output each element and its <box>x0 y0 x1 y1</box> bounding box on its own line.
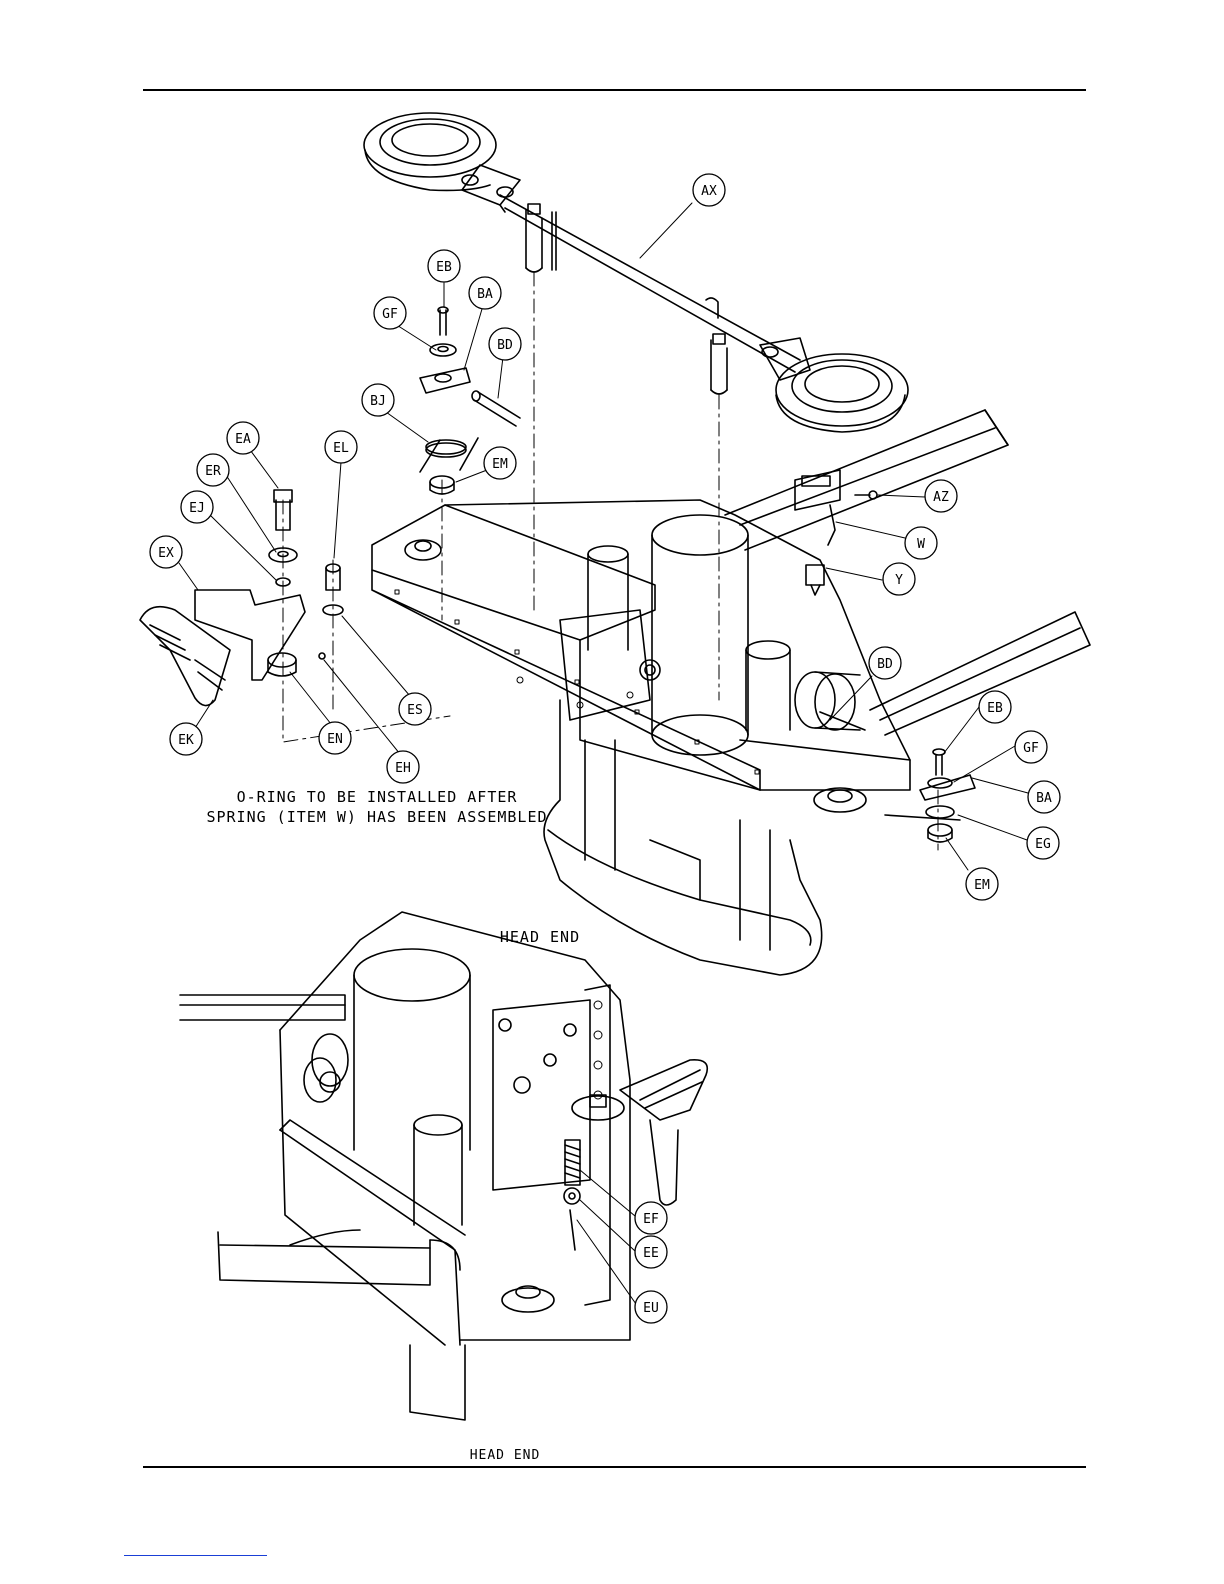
head-end-label-upper: HEAD END <box>500 928 580 946</box>
callout-bd-right: BD <box>869 647 901 679</box>
callout-bd-top: BD <box>489 328 521 360</box>
callout-ex: EX <box>150 536 182 568</box>
svg-text:EM: EM <box>492 457 508 472</box>
svg-text:ES: ES <box>407 703 423 718</box>
head-end-label-lower: HEAD END <box>470 1448 541 1463</box>
callout-eb-top: EB <box>428 250 460 282</box>
alignment-lines <box>283 272 938 850</box>
lower-detail-view <box>180 912 707 1420</box>
callout-ef: EF <box>635 1202 667 1234</box>
svg-text:BA: BA <box>477 287 493 302</box>
callout-eu: EU <box>635 1291 667 1323</box>
svg-text:Y: Y <box>895 573 903 588</box>
callout-eh: EH <box>387 751 419 783</box>
svg-text:EN: EN <box>327 732 343 747</box>
callout-y: Y <box>883 563 915 595</box>
assembly-note-line-2: SPRING (ITEM W) HAS BEEN ASSEMBLED <box>206 808 547 826</box>
callout-ax: AX <box>693 174 725 206</box>
svg-text:BD: BD <box>877 657 893 672</box>
svg-text:EB: EB <box>987 701 1003 716</box>
callout-w: W <box>905 527 937 559</box>
callout-az: AZ <box>925 480 957 512</box>
callout-ba-top: BA <box>469 277 501 309</box>
svg-text:EH: EH <box>395 761 411 776</box>
svg-text:EF: EF <box>643 1212 659 1227</box>
callout-er: ER <box>197 454 229 486</box>
callout-em-top: EM <box>484 447 516 479</box>
callout-group: AX EB BA GF BD BJ EM EL EA ER EJ EX EK E… <box>150 174 1060 1323</box>
leader-lines <box>179 203 1028 1304</box>
svg-text:AX: AX <box>701 184 717 199</box>
svg-text:EJ: EJ <box>189 501 205 516</box>
svg-text:GF: GF <box>382 307 398 322</box>
callout-gf-top: GF <box>374 297 406 329</box>
callout-bj: BJ <box>362 384 394 416</box>
svg-text:AZ: AZ <box>933 490 949 505</box>
callout-ba-right: BA <box>1028 781 1060 813</box>
svg-text:W: W <box>917 537 925 552</box>
assembly-note-line-1: O-RING TO BE INSTALLED AFTER <box>237 788 518 806</box>
callout-ee: EE <box>635 1236 667 1268</box>
svg-text:BA: BA <box>1036 791 1052 806</box>
callout-gf-right: GF <box>1015 731 1047 763</box>
callout-eb-right: EB <box>979 691 1011 723</box>
svg-text:EK: EK <box>178 733 194 748</box>
svg-text:GF: GF <box>1023 741 1039 756</box>
svg-text:ER: ER <box>205 464 221 479</box>
callout-ek: EK <box>170 723 202 755</box>
callout-en: EN <box>319 722 351 754</box>
svg-text:EB: EB <box>436 260 452 275</box>
callout-es: ES <box>399 693 431 725</box>
callout-ej: EJ <box>181 491 213 523</box>
svg-text:EM: EM <box>974 878 990 893</box>
callout-ea: EA <box>227 422 259 454</box>
svg-text:EL: EL <box>333 441 349 456</box>
svg-text:EG: EG <box>1035 837 1051 852</box>
callout-em-right: EM <box>966 868 998 900</box>
svg-text:BJ: BJ <box>370 394 386 409</box>
svg-text:EX: EX <box>158 546 174 561</box>
svg-text:EE: EE <box>643 1246 659 1261</box>
svg-text:EU: EU <box>643 1301 659 1316</box>
callout-el: EL <box>325 431 357 463</box>
svg-text:EA: EA <box>235 432 251 447</box>
callout-eg: EG <box>1027 827 1059 859</box>
svg-text:BD: BD <box>497 338 513 353</box>
